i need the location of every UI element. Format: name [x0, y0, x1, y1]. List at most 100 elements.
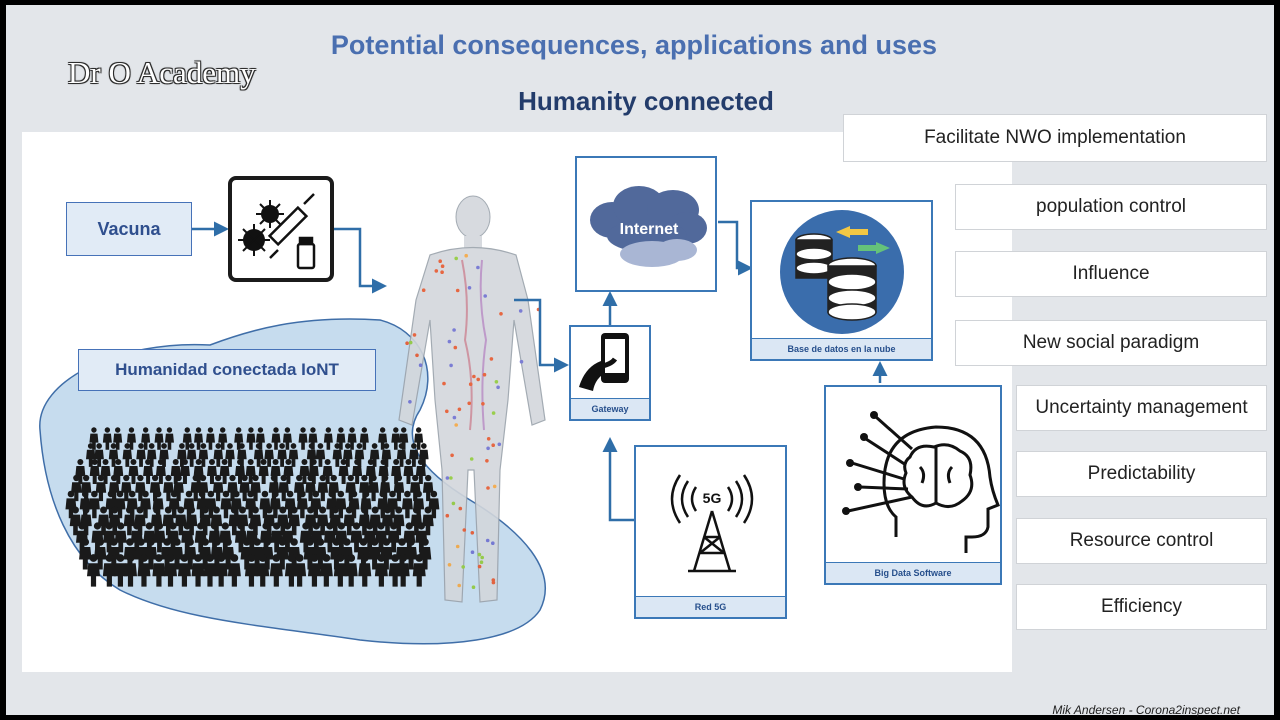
nanoparticle-dot — [471, 585, 476, 589]
person-silhouette — [281, 522, 294, 553]
red5g-caption: Red 5G — [636, 596, 785, 617]
arrow-5g-to-gateway — [602, 437, 634, 522]
person-silhouette — [173, 474, 184, 502]
person-silhouette — [94, 443, 104, 467]
person-silhouette — [418, 538, 432, 570]
database-caption: Base de datos en la nube — [752, 338, 931, 359]
person-silhouette — [240, 538, 254, 570]
person-silhouette — [214, 554, 228, 587]
nanoparticle-dot — [440, 264, 445, 269]
person-silhouette — [415, 459, 426, 484]
person-silhouette — [369, 506, 381, 536]
person-silhouette — [379, 474, 391, 502]
person-silhouette — [336, 427, 346, 450]
slide-subtitle: Humanity connected — [518, 86, 774, 116]
nanoparticle-dot — [499, 312, 503, 316]
nanoparticle-dot — [455, 288, 460, 293]
internet-text: Internet — [620, 221, 679, 238]
person-silhouette — [146, 443, 157, 467]
person-silhouette — [348, 490, 360, 519]
person-silhouette — [107, 538, 121, 570]
person-silhouette — [378, 459, 389, 484]
person-silhouette — [234, 427, 244, 450]
person-silhouette — [343, 506, 355, 536]
person-silhouette — [71, 474, 82, 502]
use-item-resource-control: Resource control — [1016, 518, 1267, 564]
nanoparticle-dot — [477, 552, 482, 557]
person-silhouette — [95, 474, 107, 502]
nanoparticle-dot — [479, 560, 484, 564]
nanoparticle-dot — [458, 506, 463, 511]
nanoparticle-dot — [481, 402, 485, 406]
person-silhouette — [315, 443, 326, 467]
person-silhouette — [259, 490, 271, 519]
nanoparticle-dot — [450, 453, 454, 458]
crowd-silhouettes — [65, 427, 440, 587]
nanoparticle-dot — [472, 374, 476, 379]
nanoparticle-dot — [469, 457, 474, 461]
gateway-caption: Gateway — [571, 398, 649, 419]
person-silhouette — [378, 427, 388, 450]
person-silhouette — [166, 522, 179, 553]
person-silhouette — [244, 554, 258, 587]
person-silhouette — [399, 427, 409, 450]
bigdata-node: Big Data Software — [824, 385, 1002, 585]
person-silhouette — [250, 474, 261, 502]
person-silhouette — [239, 474, 250, 502]
nanoparticle-dot — [452, 328, 456, 332]
nanoparticle-dot — [445, 513, 450, 518]
nanoparticle-dot — [492, 484, 497, 489]
person-silhouette — [206, 459, 217, 484]
person-silhouette — [102, 554, 116, 587]
person-silhouette — [103, 522, 116, 553]
person-silhouette — [347, 427, 357, 450]
person-silhouette — [323, 427, 333, 450]
person-silhouette — [185, 506, 198, 536]
person-silhouette — [100, 459, 111, 484]
person-silhouette — [250, 538, 264, 570]
person-silhouette — [307, 554, 321, 587]
person-silhouette — [93, 538, 107, 570]
person-silhouette — [182, 427, 192, 450]
person-silhouette — [282, 427, 292, 450]
person-silhouette — [225, 443, 235, 467]
person-silhouette — [310, 522, 323, 553]
person-silhouette — [249, 506, 262, 536]
academy-logo: Dr O Academy — [68, 55, 256, 90]
use-item-influence: Influence — [955, 251, 1267, 297]
person-silhouette — [141, 427, 151, 450]
person-silhouette — [308, 459, 319, 484]
person-silhouette — [170, 459, 181, 484]
person-silhouette — [162, 506, 175, 536]
nanoparticle-dot — [461, 565, 466, 569]
person-silhouette — [380, 538, 393, 570]
person-silhouette — [159, 443, 169, 467]
nanoparticle-dot — [476, 377, 481, 382]
arrow-vaccine-to-body — [334, 227, 387, 294]
nanoparticle-dot — [470, 531, 475, 535]
nanoparticle-dot — [447, 563, 452, 567]
person-silhouette — [190, 474, 201, 502]
nanoparticle-dot — [486, 437, 491, 441]
person-silhouette — [330, 538, 343, 570]
person-silhouette — [387, 522, 400, 553]
nanoparticle-dot — [457, 407, 462, 412]
nanoparticle-dot — [449, 476, 453, 480]
person-silhouette — [422, 474, 434, 502]
person-silhouette — [358, 506, 371, 536]
person-silhouette — [144, 538, 158, 570]
phone-hand-icon — [579, 333, 629, 391]
person-silhouette — [152, 554, 166, 587]
person-silhouette — [256, 554, 270, 587]
person-silhouette — [322, 459, 333, 484]
person-silhouette — [317, 474, 329, 502]
person-silhouette — [278, 474, 289, 502]
person-silhouette — [245, 522, 258, 553]
person-silhouette — [124, 554, 138, 587]
person-silhouette — [368, 474, 379, 502]
person-silhouette — [113, 554, 127, 587]
person-silhouette — [246, 427, 256, 450]
red5g-node: 5G Red 5G — [634, 445, 787, 619]
connector-arrows — [192, 220, 888, 522]
use-item-social-paradigm: New social paradigm — [955, 320, 1267, 366]
